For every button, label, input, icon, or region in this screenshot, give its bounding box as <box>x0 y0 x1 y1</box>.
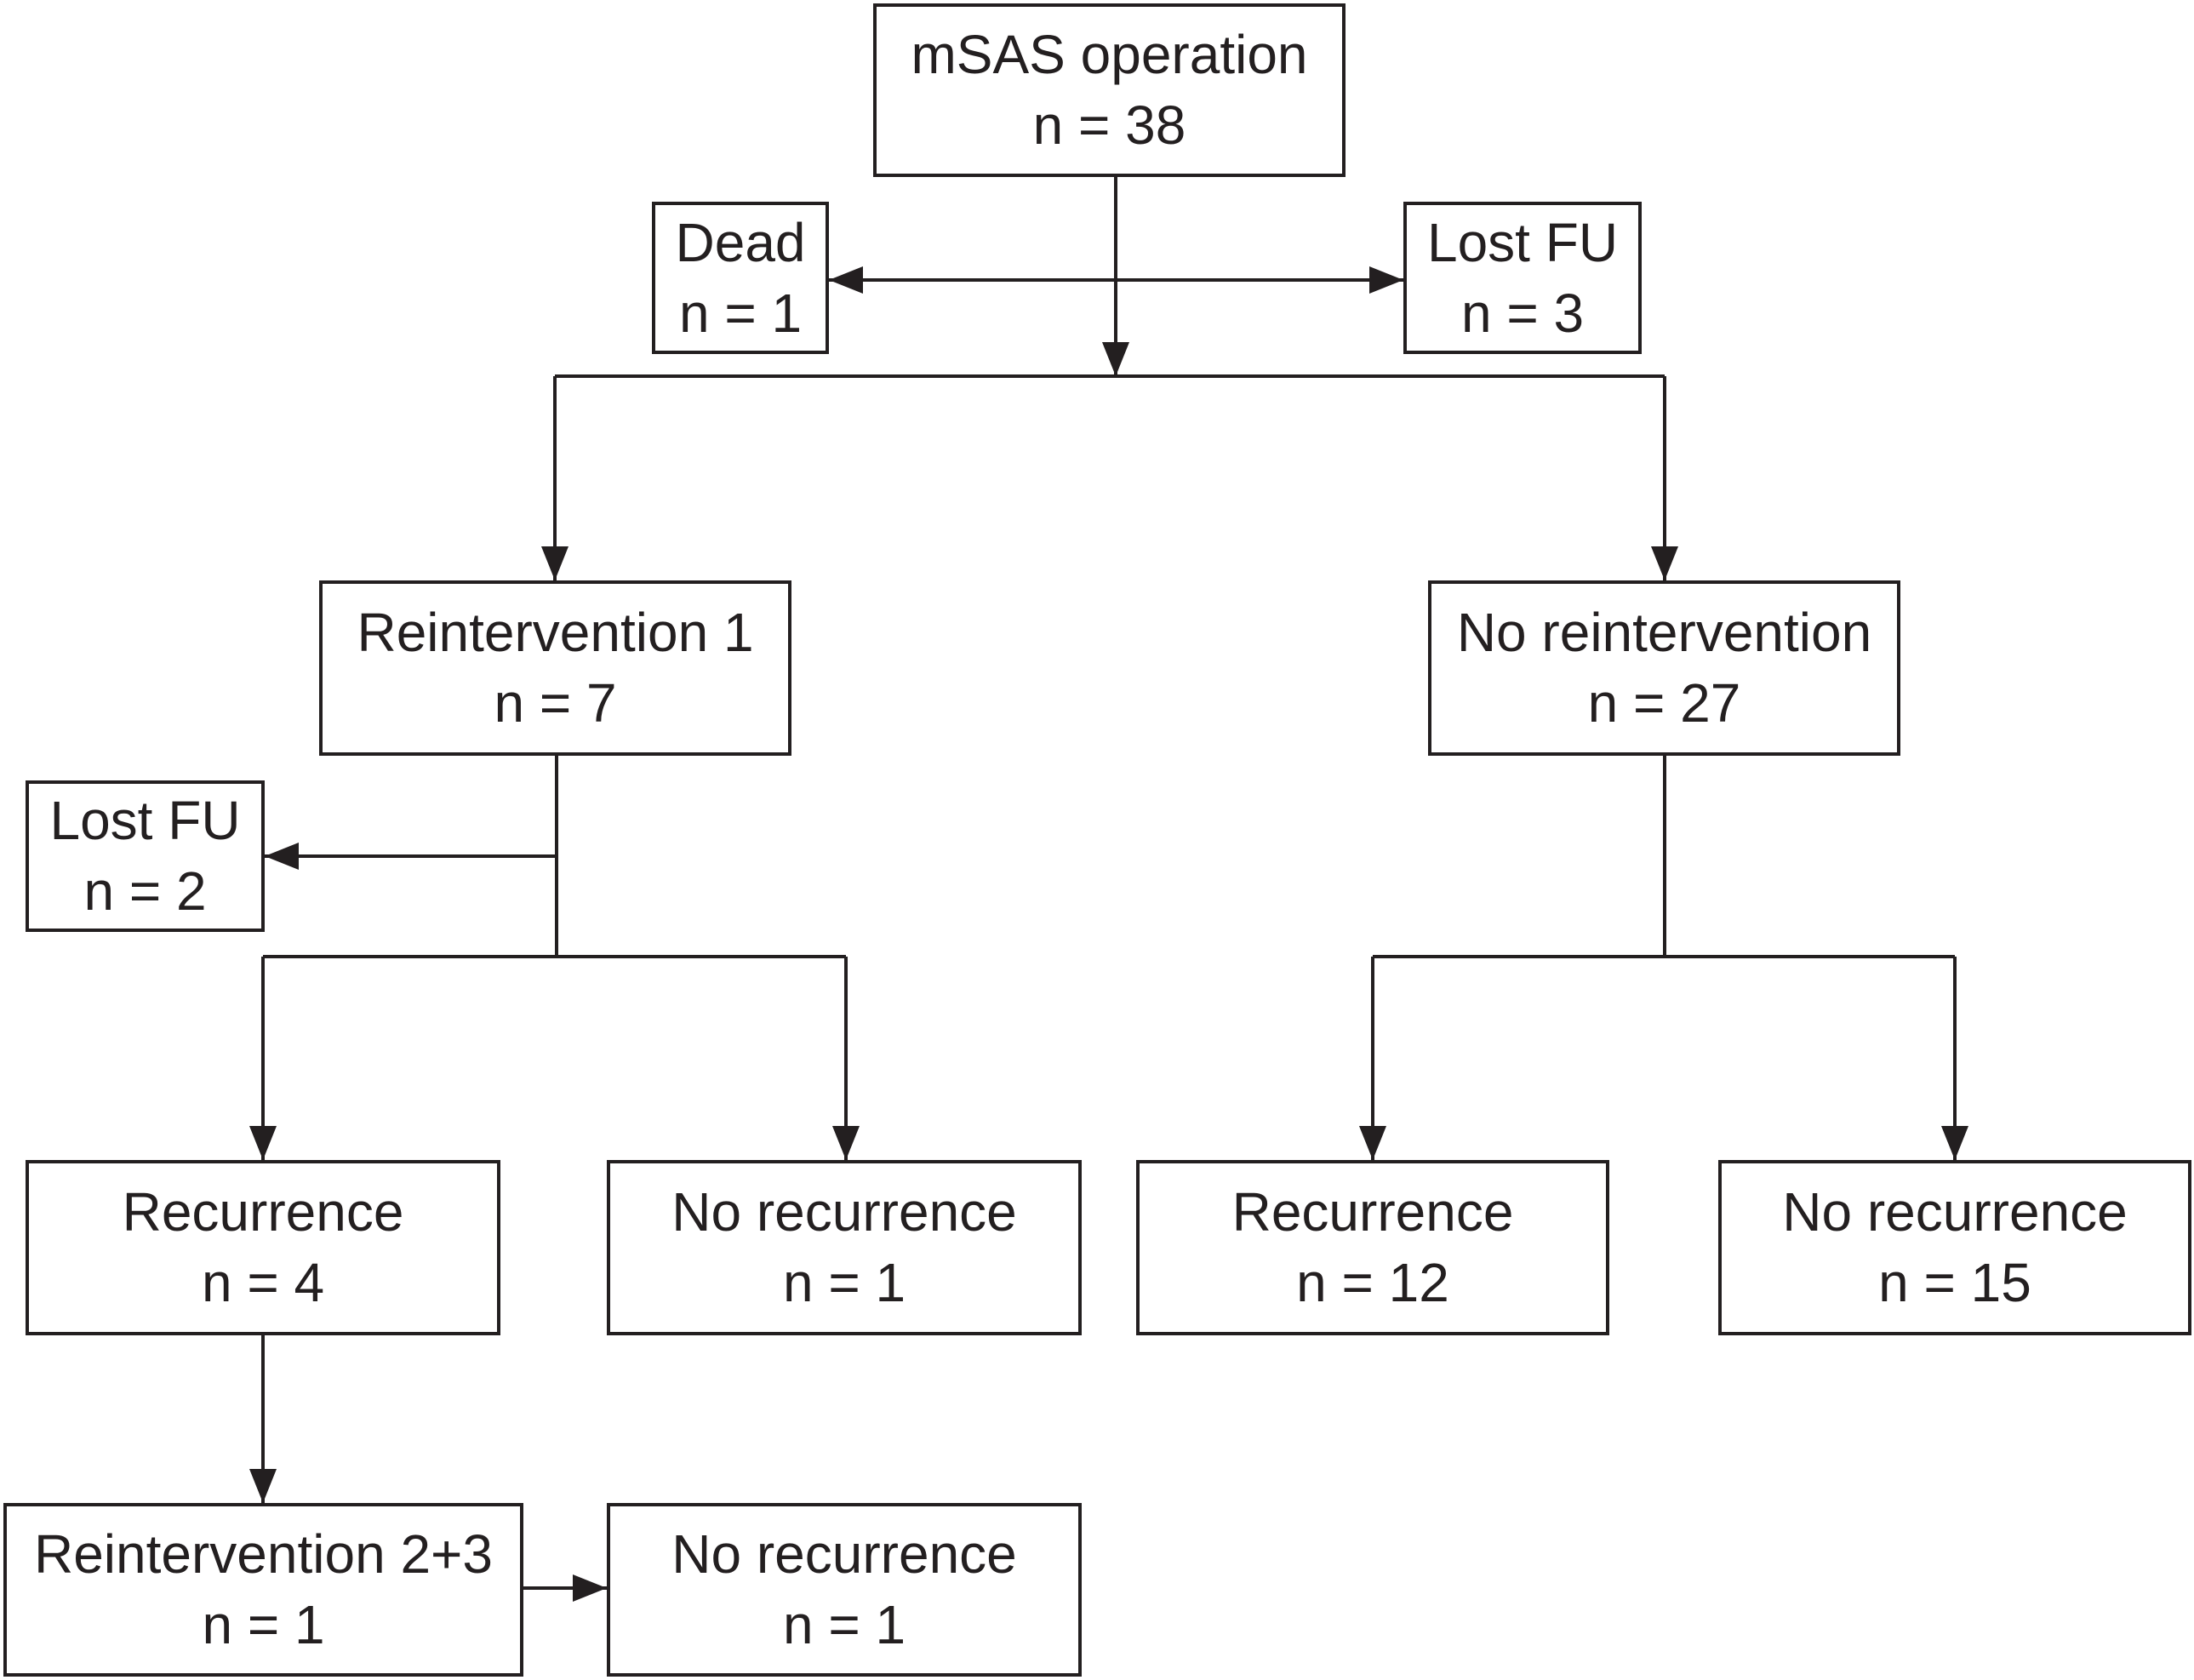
node-no-recurrence-3: No recurrence n = 1 <box>607 1503 1082 1677</box>
node-count: n = 1 <box>782 1252 906 1313</box>
node-count: n = 38 <box>1032 94 1186 156</box>
node-dead: Dead n = 1 <box>652 202 829 354</box>
node-recurrence-1: Recurrence n = 4 <box>26 1160 500 1335</box>
node-count: n = 15 <box>1878 1252 2031 1313</box>
node-label: No reintervention <box>1456 602 1872 663</box>
node-label: Reintervention 2+3 <box>33 1523 494 1585</box>
node-count: n = 1 <box>782 1594 906 1655</box>
node-count: n = 1 <box>202 1594 325 1655</box>
node-msas-operation: mSAS operation n = 38 <box>873 3 1346 177</box>
node-label: Recurrence <box>122 1181 404 1243</box>
node-count: n = 3 <box>1460 282 1585 344</box>
node-label: Dead <box>675 211 806 273</box>
node-lost-fu-2: Lost FU n = 2 <box>26 780 265 932</box>
node-label: mSAS operation <box>911 24 1308 85</box>
node-count: n = 2 <box>83 860 207 922</box>
node-label: No recurrence <box>1782 1181 2128 1243</box>
node-label: No recurrence <box>671 1181 1017 1243</box>
node-label: Reintervention 1 <box>357 602 754 663</box>
node-count: n = 12 <box>1296 1252 1449 1313</box>
node-no-reintervention: No reintervention n = 27 <box>1428 580 1900 756</box>
node-recurrence-2: Recurrence n = 12 <box>1136 1160 1609 1335</box>
node-label: Recurrence <box>1231 1181 1514 1243</box>
node-reintervention-2-3: Reintervention 2+3 n = 1 <box>3 1503 523 1677</box>
node-lost-fu-1: Lost FU n = 3 <box>1403 202 1642 354</box>
node-no-recurrence-2: No recurrence n = 15 <box>1718 1160 2191 1335</box>
node-label: Lost FU <box>1426 211 1619 273</box>
node-label: No recurrence <box>671 1523 1017 1585</box>
node-count: n = 27 <box>1587 672 1741 734</box>
node-reintervention-1: Reintervention 1 n = 7 <box>319 580 791 756</box>
node-label: Lost FU <box>49 790 241 851</box>
node-count: n = 1 <box>678 282 803 344</box>
node-count: n = 4 <box>201 1252 325 1313</box>
node-no-recurrence-1: No recurrence n = 1 <box>607 1160 1082 1335</box>
node-count: n = 7 <box>494 672 617 734</box>
